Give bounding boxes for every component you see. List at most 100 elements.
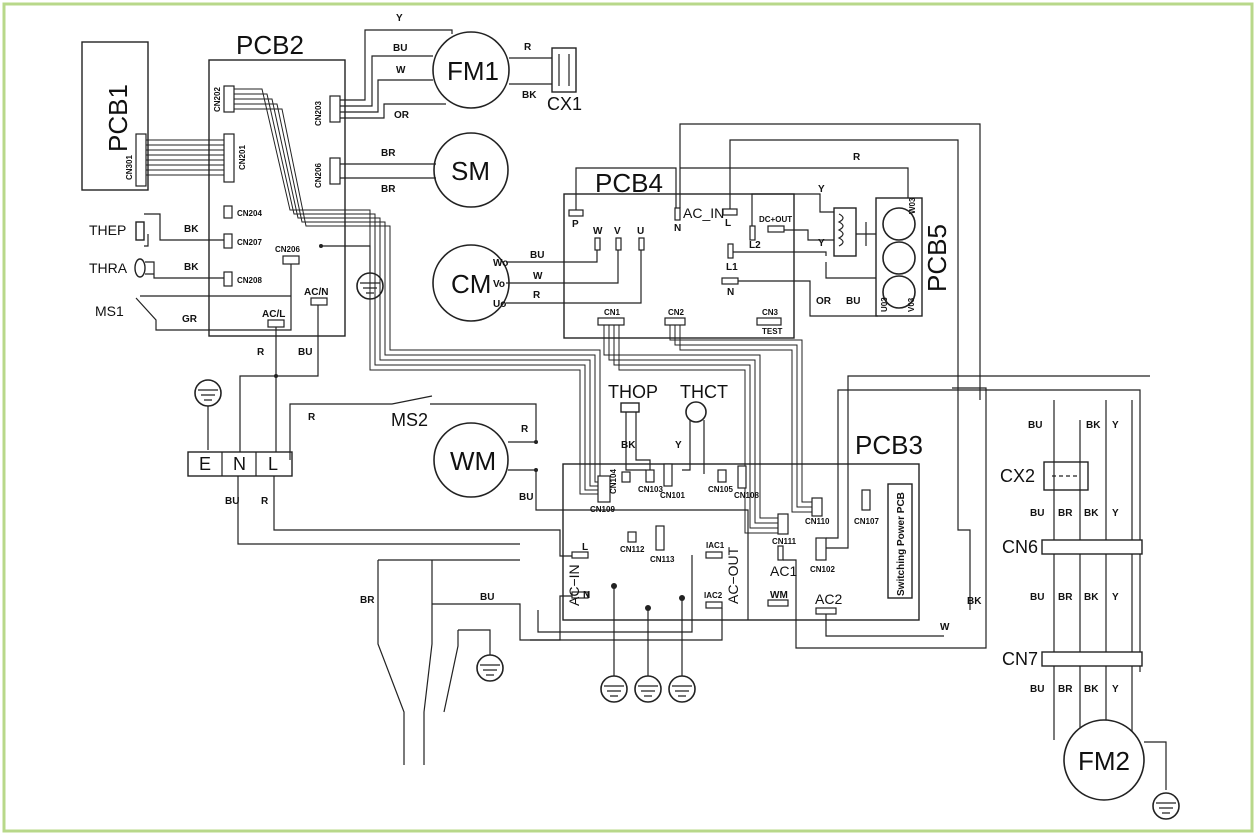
cn103-connector: [645, 469, 655, 483]
terminal-lower-wires: [237, 476, 572, 557]
sm-motor: [433, 132, 509, 208]
pcb4-wire-y1: Y: [818, 184, 825, 195]
pcb4-n-label: N: [674, 223, 681, 234]
pcb4-u-pin: [594, 237, 601, 251]
pcb5-board: [875, 197, 923, 317]
terminal-wire-bu2: BU: [225, 496, 239, 507]
fm1-wire-w: W: [396, 65, 406, 76]
cn6-y: Y: [1112, 592, 1119, 603]
pcb2-board: [208, 59, 346, 337]
pcb5-capacitor-1: [882, 207, 916, 241]
ground-icon-1: [600, 675, 628, 703]
cn107-label: CN107: [854, 517, 879, 526]
pcb4-l1-terminal: [727, 243, 734, 259]
terminal-wire-r2: R: [261, 496, 269, 507]
pcb3-wire-w: W: [940, 622, 950, 633]
cn206a-connector: [329, 157, 341, 185]
iac1-terminal: [705, 551, 723, 559]
cx1-label: CX1: [547, 94, 582, 114]
cn201-connector: [223, 133, 235, 183]
cn6-bk: BK: [1084, 592, 1099, 603]
cn1-cn111-ribbon: [603, 325, 778, 534]
cm-wire-r: R: [533, 290, 541, 301]
cn111-connector: [777, 513, 789, 535]
pcb3-wire-bk: BK: [967, 596, 982, 607]
cn107-connector: [861, 489, 871, 511]
fm1-wires: [340, 29, 552, 119]
cn203-connector: [329, 95, 341, 123]
pcb4-board: [563, 193, 795, 339]
sm-wire-br1: BR: [381, 148, 396, 159]
ac-n-label: AC/N: [304, 287, 328, 298]
fm2-top-y: Y: [1112, 420, 1119, 431]
cn1-label: CN1: [604, 308, 621, 317]
pcb1-board: [81, 41, 149, 191]
cn6-bu: BU: [1030, 592, 1044, 603]
cn7-br: BR: [1058, 684, 1073, 695]
cn103-label: CN103: [638, 485, 663, 494]
thct-wires: [682, 420, 705, 474]
cn201-label: CN201: [238, 145, 247, 170]
ac-l-connector: [267, 319, 285, 328]
iac2-label: IAC2: [704, 591, 723, 600]
pcb3-label: PCB3: [855, 430, 923, 460]
pcb4-w-label: W: [593, 226, 603, 237]
cn111-label: CN111: [772, 537, 797, 546]
pcb4-wire-bu: BU: [846, 296, 860, 307]
ac1-terminal: [777, 545, 784, 561]
cn110-connector: [811, 497, 823, 517]
fm1-motor: [432, 31, 510, 109]
ac-in-n-label: N: [583, 590, 590, 601]
cord-wire-br: BR: [360, 595, 375, 606]
wm-terminal: [767, 599, 789, 607]
pcb4-p-label: P: [572, 219, 579, 230]
ac-n-connector: [310, 297, 328, 306]
cn108-connector: [737, 465, 747, 489]
reactor-bar: [856, 222, 876, 246]
thra-wires: [145, 261, 224, 279]
fm2-ground-icon: [1152, 792, 1180, 820]
cn102-connector: [815, 537, 827, 561]
cn7-label: CN7: [1002, 649, 1038, 669]
cx2-br: BR: [1058, 508, 1073, 519]
pcb4-p-terminal: [568, 209, 584, 217]
pcb1-ribbon-cable: [146, 139, 224, 176]
ac-out-label: AC−OUT: [725, 546, 741, 604]
pcb5-v03-label: V03: [907, 297, 916, 312]
cx2-capacitor: [1043, 461, 1089, 491]
cn7-bk: BK: [1084, 684, 1099, 695]
switching-power-pcb: [887, 483, 913, 599]
sm-wires: [340, 163, 436, 179]
cx2-label: CX2: [1000, 466, 1035, 486]
wm-label: WM: [450, 446, 496, 476]
thct-wire-y: Y: [675, 440, 682, 451]
cn207-connector: [223, 233, 233, 249]
fm1-wire-bu: BU: [393, 43, 407, 54]
ground-icon-3: [668, 675, 696, 703]
cn202-connector: [223, 85, 235, 113]
cn2-cn110-ribbon: [669, 325, 812, 513]
iac2-terminal: [705, 601, 723, 609]
fm2-top-bk: BK: [1086, 420, 1101, 431]
fm1-label: FM1: [447, 56, 499, 86]
cn6-connector: [1041, 539, 1143, 555]
cn208-connector: [223, 271, 233, 287]
pcb4-dc-out-terminal: [767, 225, 785, 233]
cx1-plates: [558, 54, 570, 86]
ac-l-label: AC/L: [262, 309, 285, 320]
cn113-label: CN113: [650, 555, 675, 564]
iac1-label: IAC1: [706, 541, 725, 550]
fm2-ground-wire: [1144, 741, 1167, 790]
pcb4-pcb5-wires: [575, 123, 981, 610]
ground-icon-2: [634, 675, 662, 703]
thop-sensor: [620, 402, 640, 413]
cn1-connector: [597, 317, 625, 326]
cn104-label: CN104: [609, 469, 618, 494]
cn101-connector: [663, 463, 673, 487]
fm2-motor: [1063, 719, 1145, 801]
fm2-label: FM2: [1078, 746, 1130, 776]
pcb4-l2-label: L2: [749, 240, 761, 251]
ms2-switch: [289, 395, 537, 460]
pcb3-ground-wires: [530, 375, 1150, 676]
pcb4-l-label: L: [725, 218, 731, 229]
